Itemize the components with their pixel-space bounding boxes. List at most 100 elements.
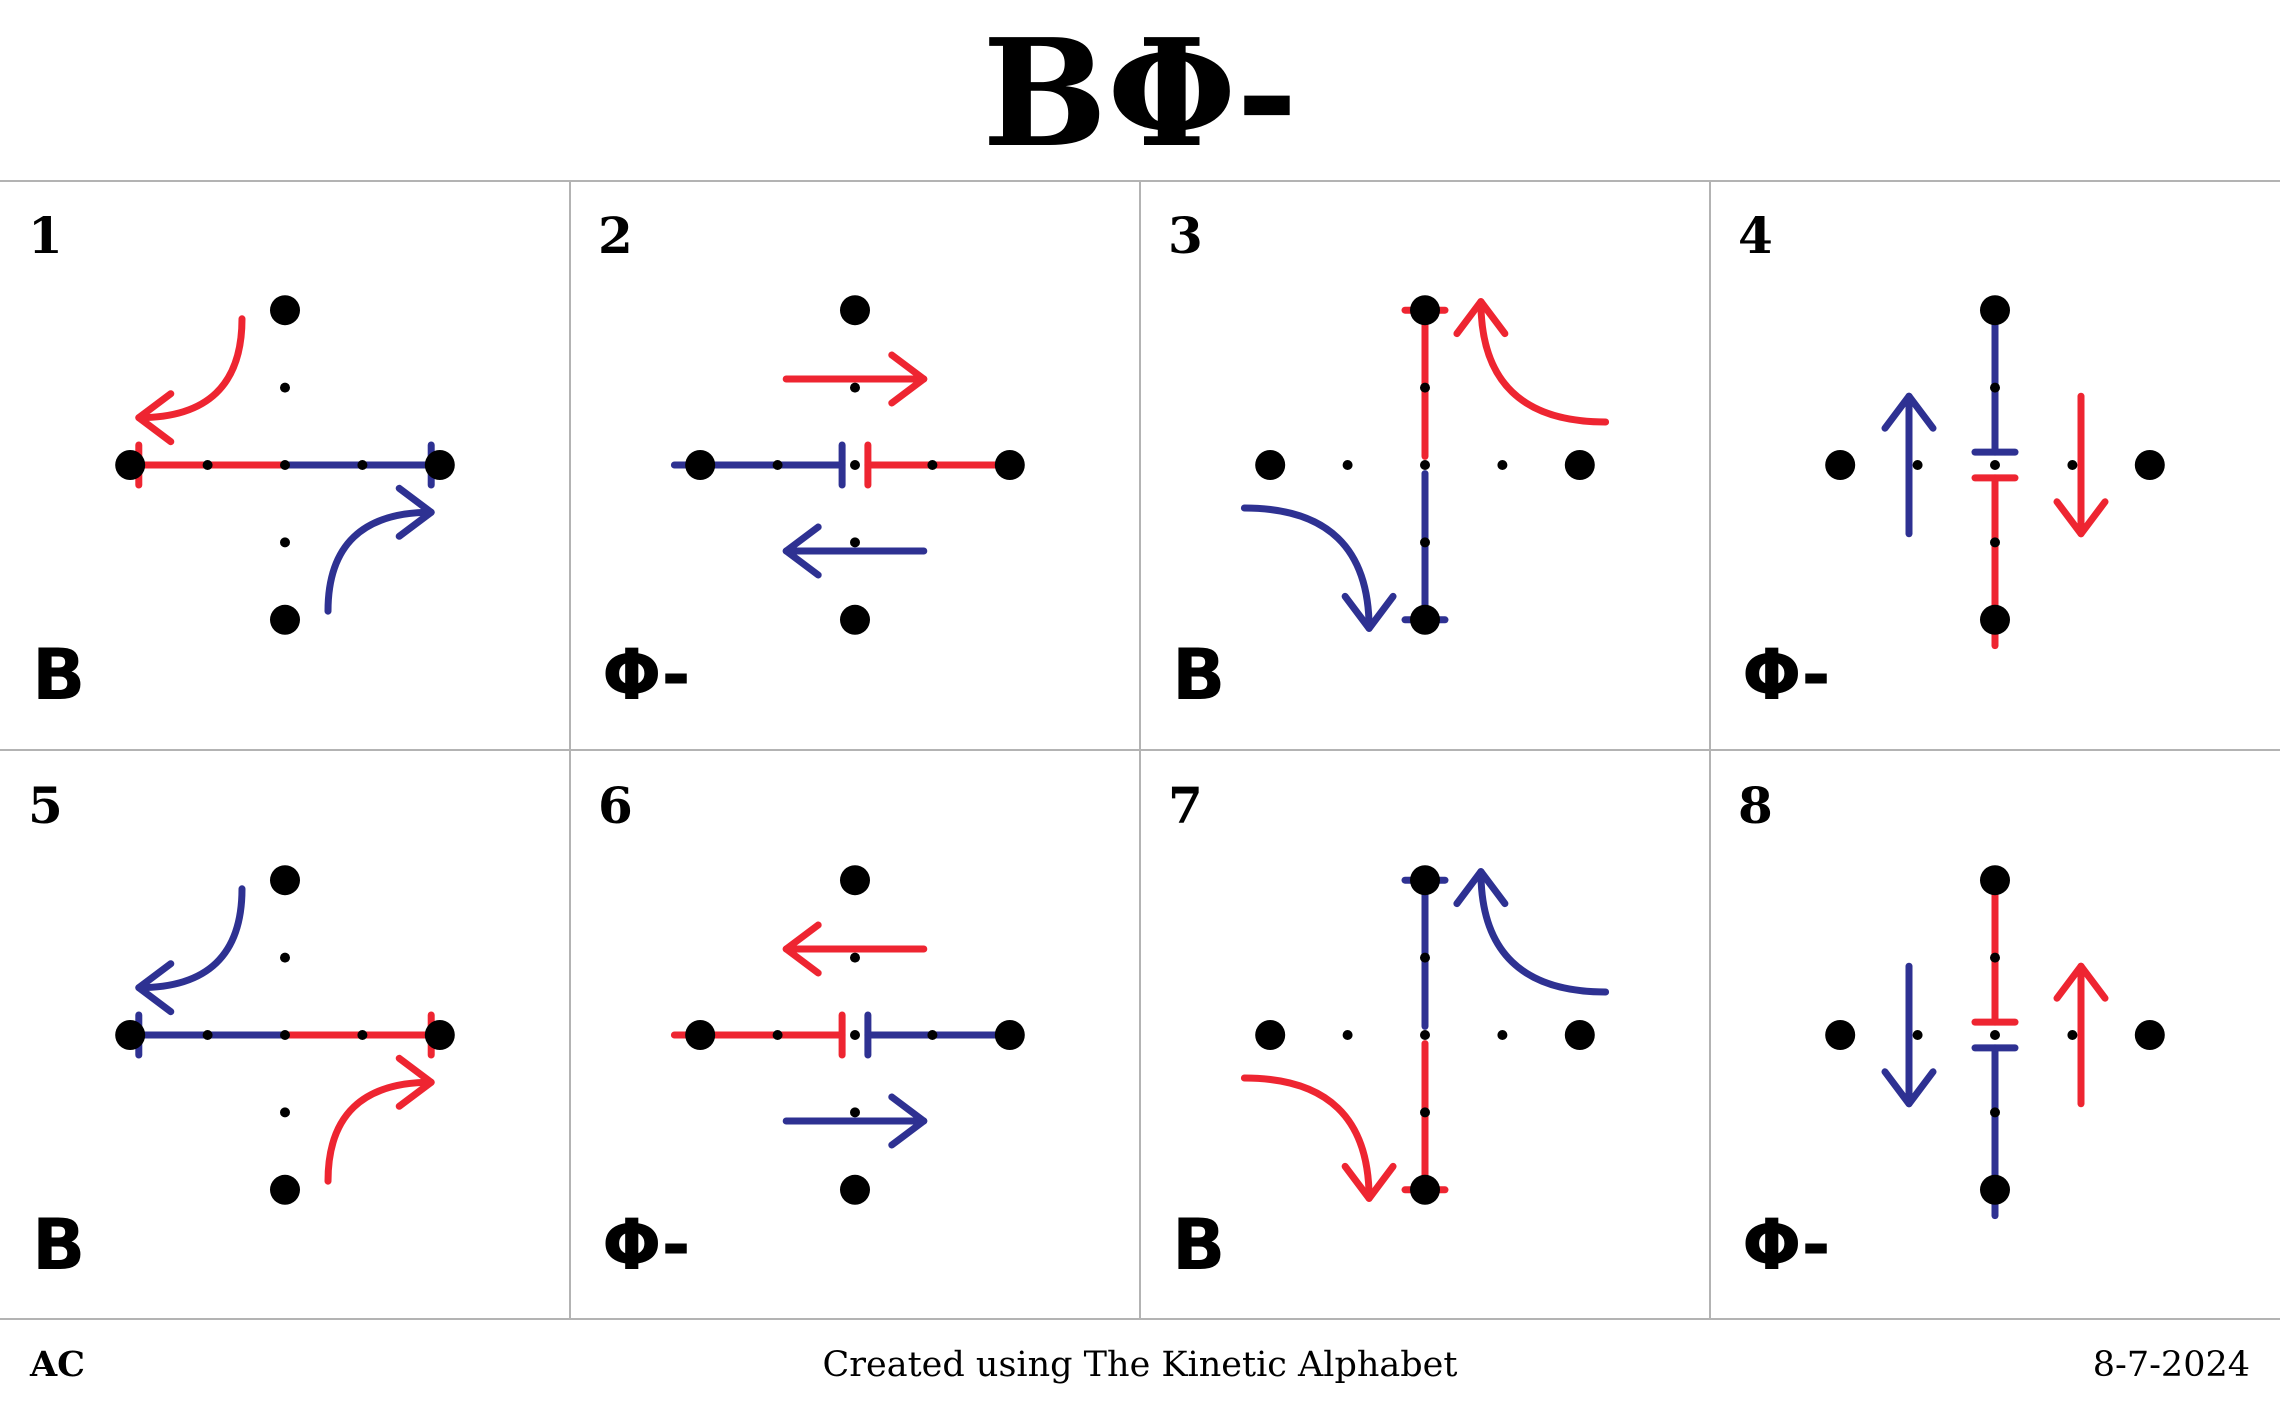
grid-point-dot [994, 1020, 1025, 1050]
hook-arrow-curve [1477, 298, 1610, 426]
arrowhead [782, 523, 822, 579]
grid-point-dot [1410, 604, 1440, 635]
grid-point-dot [1410, 295, 1440, 326]
cell-number: 4 [1738, 206, 1773, 265]
arrowhead [1341, 1162, 1397, 1202]
cell-drawing [670, 295, 1025, 635]
grid-point-dot [1825, 450, 1856, 480]
cell-marks [1240, 865, 1610, 1205]
hook-arrow-curve [324, 1078, 435, 1185]
grid-point-dot [994, 450, 1025, 480]
grid-point-dot [840, 865, 870, 896]
grid-point-dot [2134, 450, 2165, 480]
grid-point-dot [270, 295, 300, 326]
cell-drawing [115, 865, 455, 1205]
grid-point-dot [1564, 1020, 1595, 1050]
diagram-cell-1: 1 B [0, 180, 570, 750]
grid-point-dot [1255, 1020, 1286, 1050]
diagram-cell-8: 8 Φ- [1710, 750, 2280, 1320]
grid-point-dot [2134, 1020, 2165, 1050]
cell-letter-label: Φ- [1742, 1204, 1831, 1286]
grid-center-dot [280, 1107, 290, 1118]
grid-center-dot [1912, 1030, 1923, 1040]
hook-arrow-curve [1477, 868, 1610, 996]
grid-center-dot [1420, 382, 1430, 393]
cell-number: 1 [28, 206, 63, 265]
arrowhead [2053, 962, 2109, 1002]
cell-marks [670, 295, 1025, 635]
grid-point-dot [270, 1174, 300, 1205]
grid-point-dot [1410, 865, 1440, 896]
grid-point-dot [115, 1020, 146, 1050]
cell-marks [115, 865, 455, 1205]
grid-center-dot [202, 1030, 213, 1040]
grid-center-dot [2067, 460, 2078, 470]
grid-point-dot [270, 604, 300, 635]
grid-center-dot [1497, 460, 1508, 470]
cell-drawing [115, 295, 455, 635]
grid-center-dot [772, 460, 783, 470]
grid-center-dot [1420, 1107, 1430, 1118]
grid-line-col-3 [1709, 180, 1711, 1320]
grid-center-dot [1990, 460, 2000, 470]
cell-letter-label: Φ- [602, 1204, 691, 1286]
cell-marks [1825, 295, 2165, 650]
cell-number: 7 [1168, 776, 1203, 835]
cell-letter-label: Φ- [1742, 634, 1831, 716]
cell-letter-label: B [32, 634, 86, 716]
grid-center-dot [1990, 537, 2000, 548]
arrowhead [1341, 592, 1397, 632]
cell-drawing [670, 865, 1025, 1205]
cell-letter-label: B [32, 1204, 86, 1286]
cell-number: 5 [28, 776, 63, 835]
cell-marks [115, 295, 455, 635]
hook-arrow-curve [135, 885, 246, 992]
hook-arrow-curve [1240, 504, 1373, 632]
grid-point-dot [685, 450, 716, 480]
grid-center-dot [280, 537, 290, 548]
cell-drawing [1240, 295, 1610, 635]
grid-center-dot [1912, 460, 1923, 470]
grid-center-dot [280, 382, 290, 393]
cell-drawing [1240, 865, 1610, 1205]
footer-credit: Created using The Kinetic Alphabet [822, 1345, 1458, 1385]
grid-center-dot [850, 382, 860, 393]
arrowhead [1881, 392, 1937, 432]
arrowhead [888, 351, 928, 407]
arrowhead [395, 1054, 435, 1110]
diagram-cell-2: 2 Φ- [570, 180, 1140, 750]
cell-drawing [1825, 295, 2165, 650]
grid-point-dot [1980, 295, 2010, 326]
grid-point-dot [1564, 450, 1595, 480]
arrowhead [135, 960, 175, 1016]
grid-center-dot [1420, 952, 1430, 963]
grid-center-dot [280, 460, 290, 470]
grid-line-col-2 [1139, 180, 1141, 1320]
grid-point-dot [424, 1020, 455, 1050]
grid-point-dot [1255, 450, 1286, 480]
cell-marks [1240, 295, 1610, 635]
grid-point-dot [1410, 1174, 1440, 1205]
diagram-cell-3: 3 B [1140, 180, 1710, 750]
grid-center-dot [1990, 1030, 2000, 1040]
grid-center-dot [1990, 1107, 2000, 1118]
cell-letter-label: B [1172, 634, 1226, 716]
grid-center-dot [280, 952, 290, 963]
hook-arrow-curve [1240, 1074, 1373, 1202]
cell-marks [1825, 865, 2165, 1220]
arrowhead [782, 921, 822, 977]
arrowhead [2053, 498, 2109, 538]
grid-center-dot [927, 1030, 938, 1040]
grid-point-dot [1980, 865, 2010, 896]
grid-center-dot [850, 952, 860, 963]
arrowhead [1453, 868, 1509, 908]
grid-center-dot [280, 1030, 290, 1040]
arrowhead [1453, 298, 1509, 338]
grid-point-dot [840, 295, 870, 326]
grid-center-dot [850, 1107, 860, 1118]
grid-center-dot [850, 537, 860, 548]
page-title: BΦ- [982, 6, 1298, 180]
cell-number: 3 [1168, 206, 1203, 265]
grid-center-dot [1342, 1030, 1353, 1040]
grid-point-dot [1980, 1174, 2010, 1205]
